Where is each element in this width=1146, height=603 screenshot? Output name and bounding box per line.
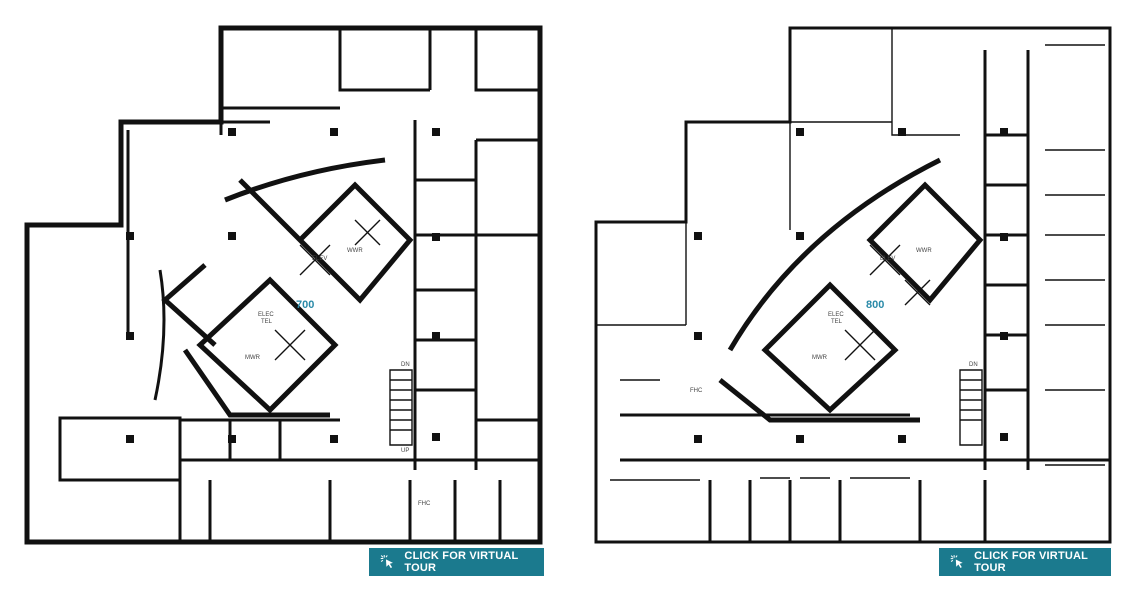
columns-700 bbox=[126, 128, 440, 443]
cursor-click-icon bbox=[380, 555, 393, 569]
floor-plan-800: 800 ELEC TEL MWR WWR ELEV FHC DN bbox=[594, 26, 1112, 544]
stair-dn-label: DN bbox=[401, 362, 410, 368]
columns-800 bbox=[694, 128, 1008, 443]
suite-number-800: 800 bbox=[866, 299, 884, 311]
elec-label: ELEC bbox=[258, 312, 274, 318]
wwr-label: WWR bbox=[916, 248, 932, 254]
elev-label: ELEV bbox=[880, 256, 895, 262]
virtual-tour-label: CLICK FOR VIRTUAL TOUR bbox=[974, 550, 1088, 574]
mwr-label: MWR bbox=[245, 355, 261, 361]
stair-up-label: UP bbox=[401, 448, 409, 454]
floor-plan-700: 700 ELEC TEL MWR WWR ELEV FHC DN UP bbox=[24, 25, 543, 545]
fhc-label: FHC bbox=[690, 388, 703, 394]
fhc-label: FHC bbox=[418, 501, 431, 507]
elev-label: ELEV bbox=[312, 256, 327, 262]
suite-number-700: 700 bbox=[296, 299, 314, 311]
tel-label: TEL bbox=[831, 319, 843, 325]
virtual-tour-button-700[interactable]: CLICK FOR VIRTUAL TOUR bbox=[369, 548, 544, 576]
tel-label: TEL bbox=[261, 319, 273, 325]
virtual-tour-label: CLICK FOR VIRTUAL TOUR bbox=[404, 550, 519, 574]
wwr-label: WWR bbox=[347, 248, 363, 254]
stair-dn-label: DN bbox=[969, 362, 978, 368]
cursor-click-icon bbox=[950, 555, 963, 568]
elec-label: ELEC bbox=[828, 312, 844, 318]
mwr-label: MWR bbox=[812, 355, 828, 361]
virtual-tour-button-800[interactable]: CLICK FOR VIRTUAL TOUR bbox=[939, 548, 1111, 576]
